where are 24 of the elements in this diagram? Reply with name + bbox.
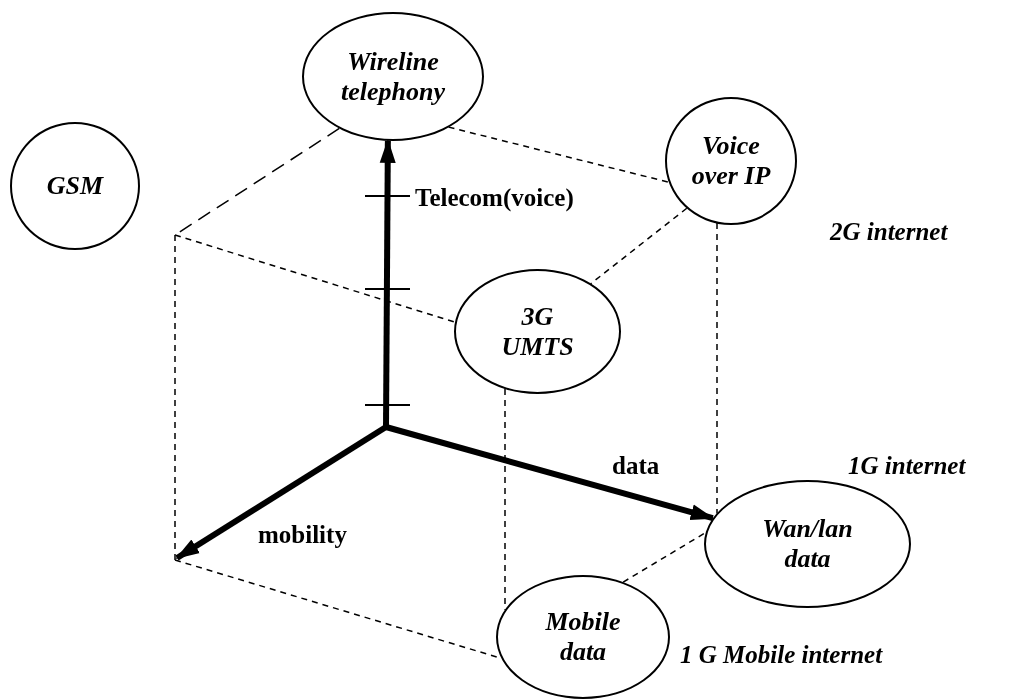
- axis-label: data: [612, 452, 660, 480]
- annotation-text: 2G internet: [830, 218, 948, 246]
- ellipse-node: [454, 269, 621, 394]
- ellipse-node: [302, 12, 484, 141]
- ellipse-node: [10, 122, 140, 250]
- dashed-line: [622, 531, 707, 583]
- ellipse-node: [704, 480, 911, 608]
- axis-label: Telecom(voice): [415, 184, 574, 212]
- node-label: GSM: [45, 171, 105, 201]
- dashed-line: [174, 234, 456, 323]
- annotation-text: 1 G Mobile internet: [680, 641, 883, 669]
- ellipse-node: [496, 575, 670, 699]
- axis-arrow: [385, 424, 715, 522]
- axis-label: mobility: [258, 521, 347, 549]
- node-label: Mobile data: [544, 607, 622, 667]
- axis-arrow: [379, 138, 396, 427]
- dashed-line: [447, 126, 670, 184]
- node-label: Voice over IP: [690, 131, 772, 191]
- node-label: Wan/lan data: [761, 514, 854, 574]
- ellipse-node: [665, 97, 797, 225]
- annotation-text: 1G internet: [848, 452, 966, 480]
- dashed-line: [716, 222, 718, 515]
- node-label: Wireline telephony: [340, 46, 446, 107]
- node-label: 3G UMTS: [500, 301, 575, 362]
